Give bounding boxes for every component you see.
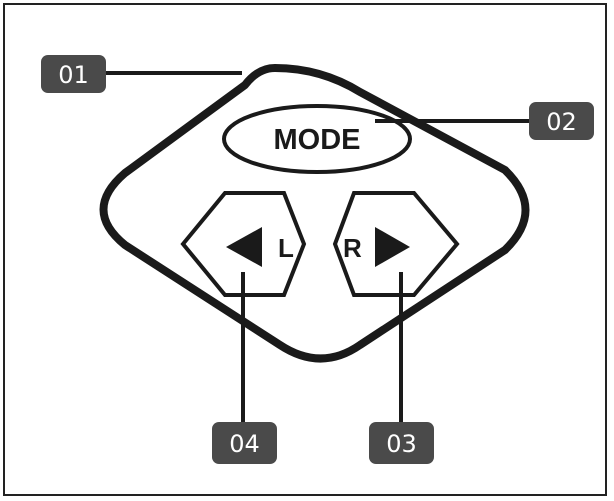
callout-03-badge — [369, 422, 434, 464]
outer-diamond-housing — [99, 64, 530, 363]
callout-02-badge — [529, 102, 594, 140]
left-button-label: L — [278, 233, 294, 263]
callout-01: 01 — [41, 55, 106, 93]
right-arrow-icon — [375, 227, 410, 267]
callout-04-label: 04 — [229, 430, 260, 458]
mode-button-label: MODE — [274, 124, 361, 156]
callout-01-badge — [41, 55, 106, 93]
callout-02-label: 02 — [546, 108, 577, 136]
right-button[interactable]: R — [332, 191, 460, 297]
picture-border — [3, 3, 607, 496]
left-arrow-icon — [226, 227, 262, 267]
right-button-label: R — [343, 233, 362, 263]
callout-03: 03 — [369, 422, 434, 464]
callout-03-label: 03 — [386, 430, 417, 458]
left-button[interactable]: L — [180, 191, 307, 297]
callout-04-badge — [212, 422, 277, 464]
callout-01-label: 01 — [58, 61, 89, 89]
callout-04: 04 — [212, 422, 277, 464]
callout-02: 02 — [529, 102, 594, 140]
mode-button-outline — [222, 104, 412, 174]
mode-button[interactable]: MODE — [222, 104, 412, 174]
